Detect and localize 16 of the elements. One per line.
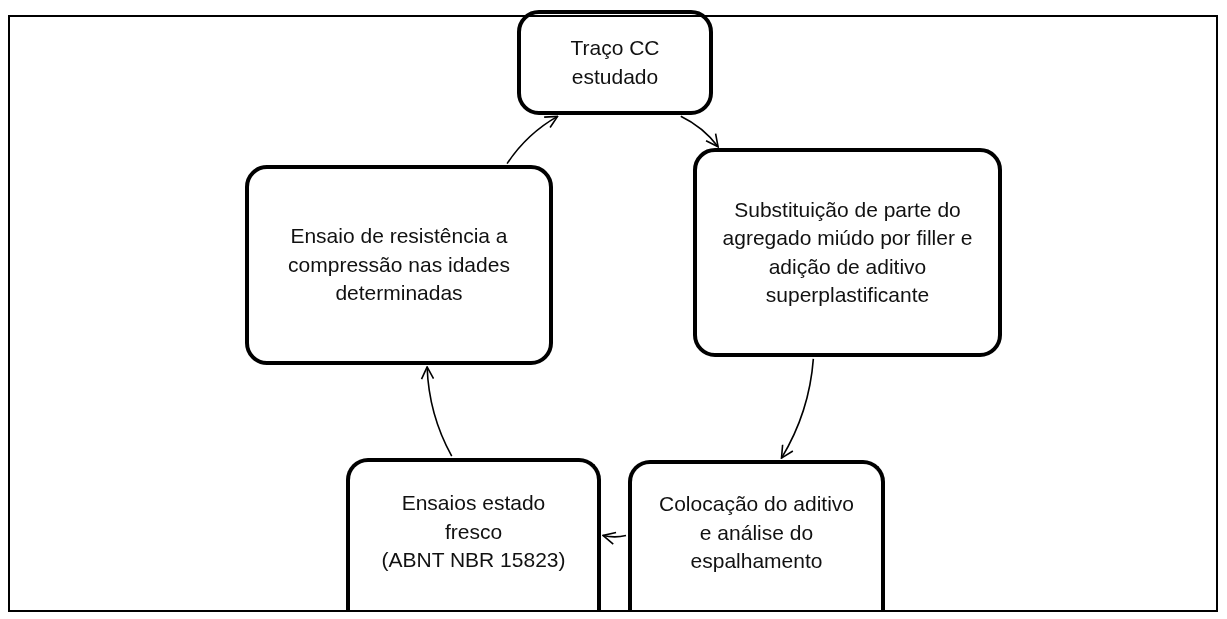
box-text: Substituição de parte do agregado miúdo por filler e adição de aditivo superplastificante — [721, 196, 974, 308]
arrow — [420, 366, 453, 457]
arrow — [506, 115, 559, 165]
box-text: Ensaio de resistência a compressão nas idades determinadas — [287, 223, 511, 307]
box-text: Ensaios estado fresco — [400, 490, 547, 545]
arrow — [680, 115, 719, 148]
process-box — [628, 460, 885, 612]
box-text: (ABNT NBR 15823) — [381, 547, 566, 574]
process-box — [245, 165, 553, 365]
process-box — [346, 458, 601, 612]
arrow — [602, 531, 627, 545]
arrow — [780, 358, 815, 459]
box-text: Colocação do aditivo e análise do espalhamento — [658, 491, 855, 575]
process-box — [693, 148, 1002, 357]
process-box — [517, 10, 713, 115]
box-text: Traço CC estudado — [569, 35, 661, 90]
